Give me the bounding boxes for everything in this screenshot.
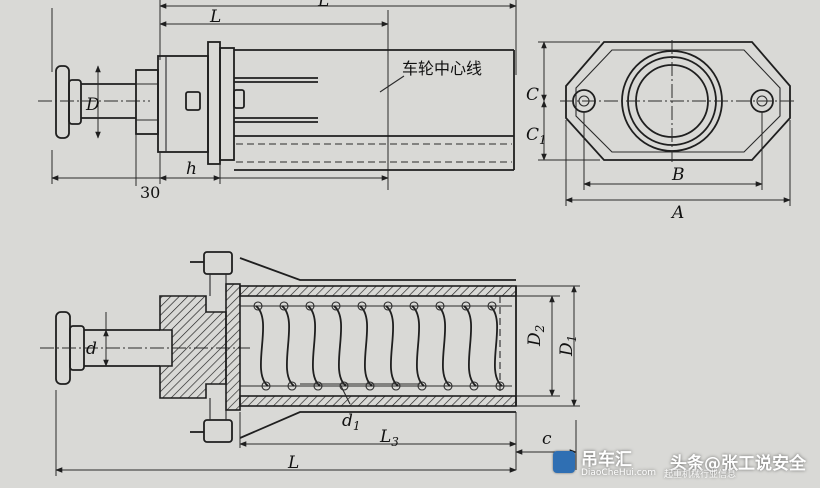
dim-B-label: B [671,165,685,185]
spring-coil [281,305,295,387]
section-spring [240,301,512,391]
spring-wire-section [287,381,297,391]
section-housing-bottom-wall [239,395,517,407]
flange-right [219,47,235,161]
dim-d1-label: d1 [342,411,361,433]
dim-D2-label: D2 [525,325,547,347]
watermark-brand-sub: DiaoCheHui.com [580,468,656,478]
spring-wire-section [261,381,271,391]
spring-wire-section [365,381,375,391]
watermark-overlay-text: 起重机械行业信息 [663,470,736,480]
dim-D-label: D [85,95,100,115]
spring-wire-section [357,301,367,311]
spring-coil [359,305,373,387]
spring-wire-section [435,301,445,311]
section-bolt-bottom [203,419,233,443]
spring-coil [385,305,399,387]
dim-h-label: h [186,159,197,179]
spring-wire-section [487,301,497,311]
spring-wire-section [253,301,263,311]
end-plate-outline [565,41,791,161]
flange-left [207,41,221,165]
spring-coil [463,305,477,387]
buffer-head-plate [55,65,70,139]
spring-wire-section [313,381,323,391]
guide-bushing [135,69,159,135]
spring-wire-section [339,381,349,391]
wheel-centerline-label: 车轮中心线 [402,59,482,78]
dim-A-label: A [670,203,684,223]
spring-wire-section [417,381,427,391]
dim-c-label: c [542,429,552,449]
dim-L-bottom-label: L [287,453,299,473]
dim-30-label: 30 [140,183,160,202]
top-view: L L D [38,0,517,202]
bolt-nut-right [233,89,245,109]
dim-L3-label: L3 [379,427,399,449]
spring-wire-section [461,301,471,311]
spring-coil [255,305,269,387]
watermark-brand: 吊车汇 [580,450,632,470]
spring-wire-section [469,381,479,391]
section-flange [225,283,241,411]
spring-coil [437,305,451,387]
spring-wire-section [495,381,505,391]
section-bolt-top [203,251,233,275]
dim-d-label: d [86,339,97,359]
spring-coil [307,305,321,387]
watermark-author: 头条@张工说安全 [670,454,806,474]
section-view: d D2 [40,251,580,476]
spring-wire-section [391,381,401,391]
dim-C1-label: C1 [526,125,547,147]
spring-wire-section [443,381,453,391]
dim-L-label: L [209,7,221,27]
spring-coil [489,305,503,387]
spring-coil [411,305,425,387]
watermark-logo-icon [552,450,575,473]
spring-wire-section [409,301,419,311]
spring-coil [333,305,347,387]
bolt-nut-left [185,91,201,111]
dim-C-label: C [526,85,539,105]
watermark: 吊车汇 DiaoCheHui.com 头条@张工说安全 起重机械行业信息 [552,445,806,480]
spring-wire-section [383,301,393,311]
spring-wire-section [331,301,341,311]
spring-wire-section [279,301,289,311]
section-guide-bushing [159,295,227,399]
spring-wire-section [305,301,315,311]
end-view: C C1 B A [526,40,796,223]
buffer-head-collar [68,79,82,125]
dim-D1-label: D1 [557,335,579,357]
watermark-brand-block: 吊车汇 DiaoCheHui.com [581,445,656,478]
section-housing-top-wall [239,285,517,297]
dim-L-outer-label: L [317,0,329,11]
